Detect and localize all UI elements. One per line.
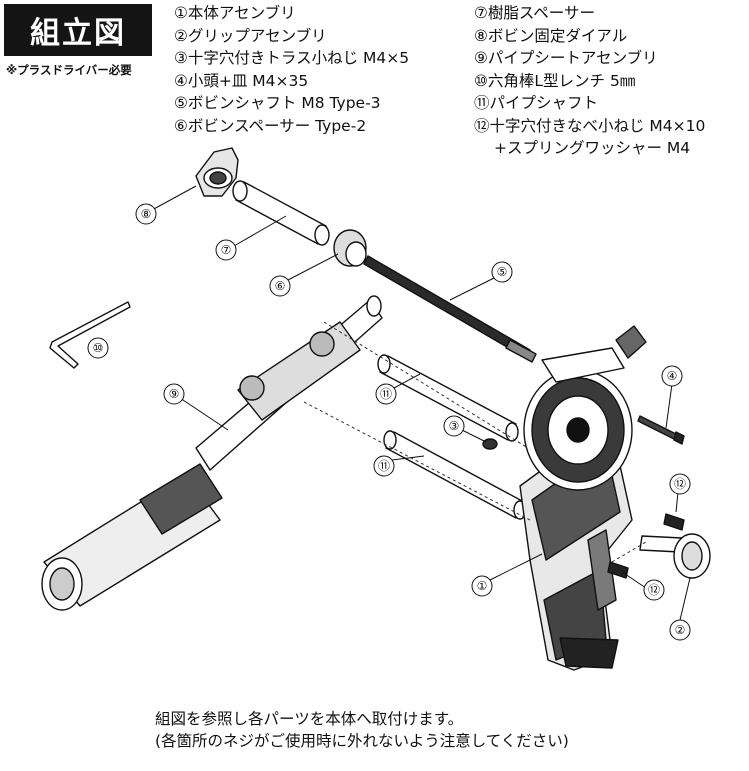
svg-text:⑦: ⑦ — [221, 243, 232, 257]
part-label-3: ③十字穴付きトラス小ねじ M4×5 — [174, 49, 410, 67]
pan-head-screw-lower — [607, 561, 629, 579]
grip-assembly — [639, 533, 711, 579]
part-label-9: ⑨パイプシートアセンブリ — [474, 49, 658, 67]
part-label-4: ④小頭+皿 M4×35 — [174, 71, 309, 90]
part-label-1: ①本体アセンブリ — [174, 4, 296, 22]
callout-12-upper: ⑫ — [669, 473, 691, 495]
callout-11-lower: ⑪ — [373, 455, 395, 477]
part-label-5: ⑤ボビンシャフト M8 Type-3 — [174, 94, 381, 112]
svg-text:⑪: ⑪ — [380, 387, 392, 401]
main-body-assembly — [519, 325, 647, 671]
part-label-6: ⑥ボビンスペーサー Type-2 — [174, 116, 367, 135]
svg-text:⑩: ⑩ — [93, 341, 104, 355]
callout-2: ② — [669, 619, 691, 641]
part-label-7: ⑦樹脂スペーサー — [474, 4, 596, 22]
screwdriver-note: ※プラスドライバー必要 — [6, 63, 132, 77]
svg-text:②: ② — [675, 623, 686, 637]
part-label-8: ⑧ボビン固定ダイアル — [474, 26, 628, 45]
svg-text:⑤: ⑤ — [497, 265, 508, 279]
callout-6: ⑥ — [269, 275, 291, 297]
callout-7: ⑦ — [215, 239, 237, 261]
instruction-line-2: (各箇所のネジがご使用時に外れないよう注意してください) — [155, 732, 569, 750]
callout-12-lower: ⑫ — [643, 579, 665, 601]
callout-1: ① — [471, 575, 493, 597]
callout-8: ⑧ — [135, 203, 157, 225]
instruction-line-1: 組図を参照し各パーツを本体へ取付けます。 — [155, 710, 464, 728]
part-label-12-washer: +スプリングワッシャー M4 — [494, 139, 691, 157]
svg-text:③: ③ — [449, 419, 460, 433]
callout-4: ④ — [661, 365, 683, 387]
hex-l-wrench — [49, 301, 131, 369]
parts-list-left: ①本体アセンブリ ②グリップアセンブリ ③十字穴付きトラス小ねじ M4×5 ④小… — [174, 2, 409, 137]
callout-10: ⑩ — [87, 337, 109, 359]
bobbin-fixing-dial — [195, 147, 239, 197]
parts-list-right: ⑦樹脂スペーサー ⑧ボビン固定ダイアル ⑨パイプシートアセンブリ ⑩六角棒L型レ… — [474, 2, 705, 160]
callout-11-upper: ⑪ — [375, 383, 397, 405]
pipe-shaft-lower — [383, 430, 527, 520]
bobbin-spacer — [333, 229, 367, 267]
svg-text:⑥: ⑥ — [275, 279, 286, 293]
svg-text:⑨: ⑨ — [169, 387, 180, 401]
part-label-10: ⑩六角棒L型レンチ 5㎜ — [474, 71, 636, 90]
svg-text:⑫: ⑫ — [648, 583, 660, 597]
pan-head-screw-upper — [663, 513, 685, 531]
part-label-11: ⑪パイプシャフト — [474, 94, 599, 112]
leader-lines — [151, 185, 691, 621]
callout-9: ⑨ — [163, 383, 185, 405]
callout-3: ③ — [443, 415, 465, 437]
assembly-instructions: 組図を参照し各パーツを本体へ取付けます。 (各箇所のネジがご使用時に外れないよう… — [155, 708, 569, 752]
svg-text:④: ④ — [667, 369, 678, 383]
assembly-guide-lines — [303, 321, 647, 563]
bobbin-shaft — [363, 255, 537, 363]
resin-spacer — [232, 180, 330, 246]
diagram-title: 組立図 — [4, 4, 152, 56]
callout-5: ⑤ — [491, 261, 513, 283]
part-label-2: ②グリップアセンブリ — [174, 26, 327, 45]
svg-text:⑪: ⑪ — [378, 459, 390, 473]
svg-text:⑫: ⑫ — [674, 477, 686, 491]
part-label-12: ⑫十字穴付きなべ小ねじ M4×10 — [474, 116, 706, 135]
pipe-seat-assembly — [41, 295, 383, 611]
countersunk-screw-m4x35 — [637, 415, 685, 445]
svg-text:①: ① — [477, 579, 488, 593]
truss-screw-m4x5 — [482, 438, 498, 450]
callouts: ① ② ③ ④ ⑤ ⑥ ⑦ ⑧ ⑨ ⑩ ⑪ ⑪ ⑫ ⑫ — [87, 203, 691, 641]
svg-text:⑧: ⑧ — [141, 207, 152, 221]
